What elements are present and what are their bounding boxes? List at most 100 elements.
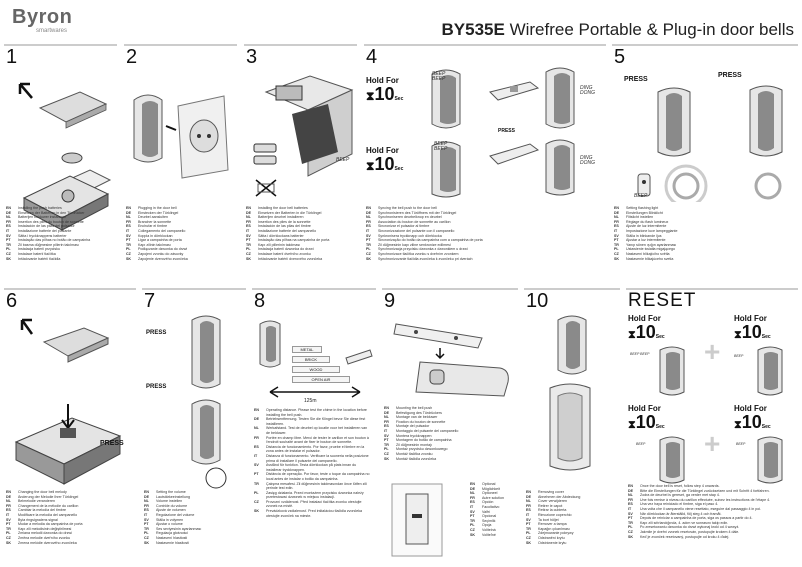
hourglass-icon: ⧗ [734,329,742,341]
instruction-text: Operating distance. Please test the chim… [266,408,367,417]
instruction-text: Collegamento del campanello [138,228,186,233]
instruction-text: Ligar a campainha de porta [138,238,182,243]
language-code: IT [6,228,10,233]
language-code: DE [628,488,633,493]
language-code: TR [6,526,11,531]
language-code: PT [246,238,251,243]
language-code: ES [628,502,633,507]
instruction-text: Instalacja baterii przycisku [18,247,60,252]
instruction-text: Installing the push batteries [18,206,62,210]
instruction-text: Einstellungen Blinklicht [626,210,663,215]
language-code: FR [470,495,475,500]
language-code: SV [526,517,531,522]
hourglass-icon: ⧗ [366,89,375,103]
range-illustration [259,320,373,398]
instruction-text: Bitte die Einstellungen für die Türkling… [640,488,770,493]
instruction-text: Valfri [482,509,490,514]
instruction-text: Réglage du flash lumineux [626,219,669,224]
instruction-text: Ställa in volymen [156,517,184,522]
instruction-text: Zil basma düğmesine pillerin takılması [18,242,79,247]
instruction-text: Instalação das pilhas na campainha de po… [258,238,330,243]
instruction-text: Mounting the bell push [396,406,433,410]
language-code: FR [6,503,11,508]
language-code: CZ [126,251,131,256]
instruction-text: Once the door bell is reset, follow step… [640,484,720,488]
language-code: SK [254,509,259,514]
product-name: Wirefree Portable & Plug-in door bells [509,20,794,39]
instruction-text: Cover verwijderen [538,499,567,504]
instruction-text: Synchronizovanie tlačidla zvončeka k zvo… [378,256,473,261]
instruction-text: Deurbel aansluiten [138,215,168,220]
instruction-text: Synchroniseren deurbelknop en deurbel [378,215,442,220]
instruction-text: Zodra de deurbel is gereset, ga verder m… [640,493,720,498]
language-code: SV [470,509,475,514]
beep-label-3: BEEP [636,442,646,446]
language-code: CZ [6,251,11,256]
language-code: SK [246,256,251,261]
instruction-text: Remover a tampa [538,522,567,527]
instruction-text: Rimozione coperchio [538,512,572,517]
instruction-text: Montáž tlačítka zvonku [396,451,433,456]
language-code: CZ [628,529,633,534]
language-code: SK [470,532,475,537]
instruction-text: Removing cover [538,490,564,494]
language-code: PL [6,247,11,252]
mounting-illustration [393,323,509,397]
language-code: EN [470,482,475,486]
instruction-text: Sätta i dörrklockans batterier [258,233,304,238]
press-label: PRESS [100,440,124,447]
instruction-text: Ajuste de luz intermitente [626,224,667,229]
language-code: ES [366,224,371,229]
instruction-text: Koppla in dörrklockan [138,233,173,238]
instruction-text: Zil düğmesinin kapı ziline senkronize ed… [378,242,451,247]
instruction-text: Setting flashing light [626,206,659,210]
language-code: EN [526,490,531,494]
language-code: EN [254,408,259,412]
instruction-text: Association du bouton de sonnette au car… [378,219,451,224]
language-code: DE [366,210,371,215]
language-code: SK [144,540,149,545]
instruction-row: NL Cover verwijderen [526,499,580,504]
instruction-row: EN Removing cover [526,490,580,495]
instruction-text: Podłączanie dzwonka do drzwi [138,247,188,252]
instruction-text: Synchronizacja przycisku dzwonka z dzwon… [378,247,468,252]
language-code: NL [526,499,531,504]
language-code: SV [384,433,389,438]
reset-hold-4: Hold For ⧗10Sec [734,404,771,432]
instruction-text: Nastavení blikajícího světla [626,251,670,256]
instruction-text: Nastavenie hlasitosti [156,540,189,545]
language-code: NL [384,415,389,420]
instruction-text: Zmena melódie dverového zvončeka [18,540,77,545]
language-code: NL [614,215,619,220]
language-code: IT [470,504,474,509]
instruction-text: Optioneel [482,491,498,496]
